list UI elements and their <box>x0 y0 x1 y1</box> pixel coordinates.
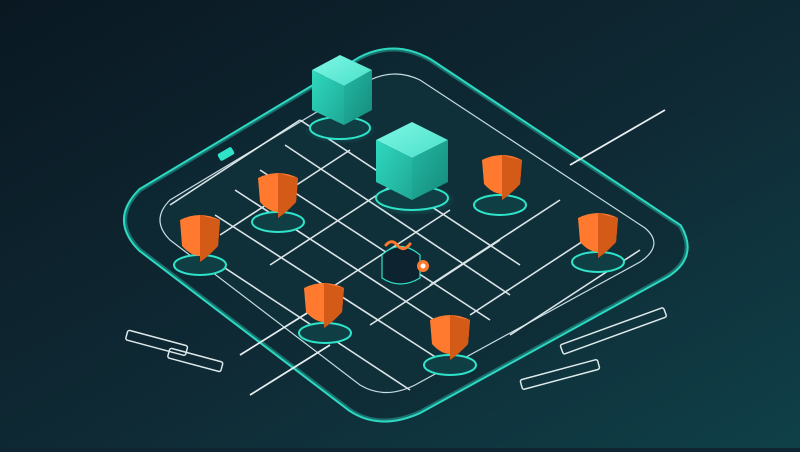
shield-node-5 <box>298 283 352 344</box>
shield-node-4 <box>571 213 625 273</box>
shield-node-3 <box>473 155 527 216</box>
inner-panel <box>159 73 655 394</box>
right-label <box>519 307 667 390</box>
shield-node-6 <box>423 315 477 376</box>
central-hub <box>381 240 429 285</box>
shield-node-2 <box>173 215 227 276</box>
external-lines <box>239 109 666 396</box>
server-cube-top <box>304 55 376 144</box>
server-cube-center <box>368 122 456 216</box>
left-label <box>125 329 224 373</box>
shield-node-1 <box>251 173 305 233</box>
track-connector <box>217 147 235 161</box>
